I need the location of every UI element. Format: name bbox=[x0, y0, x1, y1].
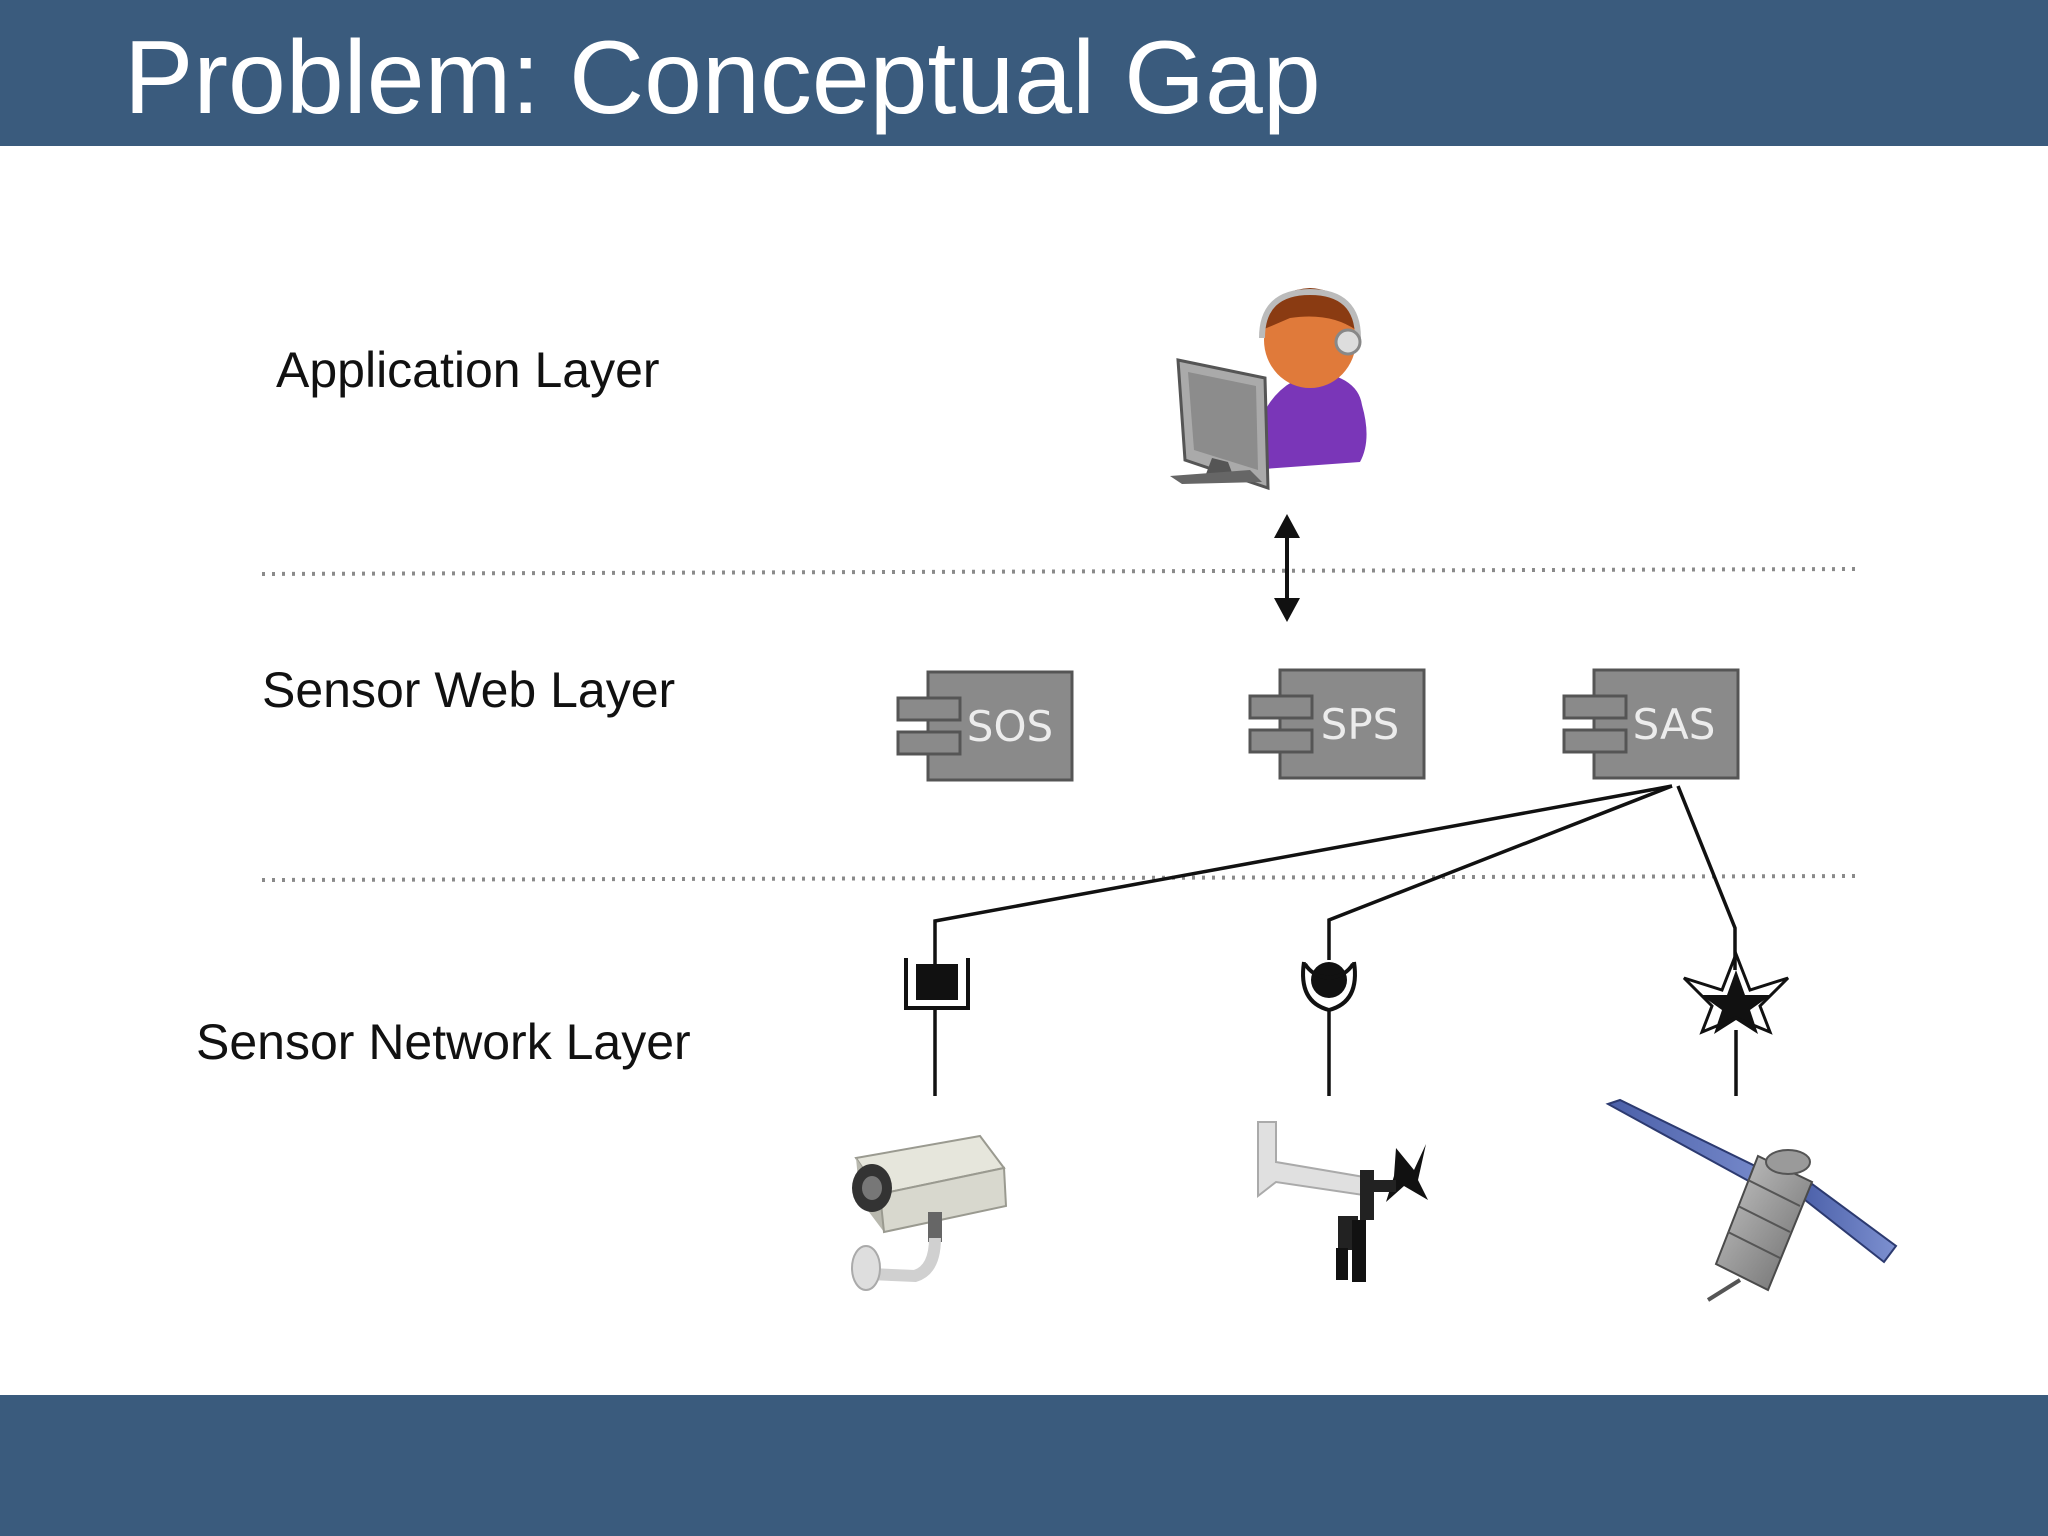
operator-at-computer-icon bbox=[1170, 288, 1367, 491]
sos-label: SOS bbox=[967, 702, 1053, 751]
slide-title: Problem: Conceptual Gap bbox=[124, 20, 1321, 136]
weather-sensor-symbol bbox=[1301, 961, 1357, 1096]
satellite-icon bbox=[1605, 1098, 1898, 1302]
sensor-web-layer-label: Sensor Web Layer bbox=[262, 662, 676, 718]
separator-line-bottom bbox=[261, 874, 1861, 882]
sps-label: SPS bbox=[1321, 700, 1400, 749]
sos-component-icon: SOS bbox=[896, 670, 1074, 782]
sas-component-icon: SAS bbox=[1562, 668, 1740, 780]
bidirectional-arrow bbox=[1274, 514, 1300, 622]
surveillance-camera-icon bbox=[851, 1134, 1008, 1291]
footer-bar bbox=[0, 1395, 2048, 1536]
sas-label: SAS bbox=[1633, 700, 1716, 749]
sensor-network-layer-label: Sensor Network Layer bbox=[196, 1014, 691, 1070]
satellite-sensor-symbol bbox=[1682, 949, 1790, 1096]
sps-component-icon: SPS bbox=[1248, 668, 1426, 780]
sas-connectors bbox=[933, 784, 1737, 970]
application-layer-label: Application Layer bbox=[276, 342, 660, 398]
camera-sensor-symbol bbox=[904, 958, 970, 1096]
header-bar bbox=[0, 0, 2048, 146]
separator-line-top bbox=[261, 567, 1861, 576]
weather-station-icon bbox=[1257, 1121, 1428, 1282]
